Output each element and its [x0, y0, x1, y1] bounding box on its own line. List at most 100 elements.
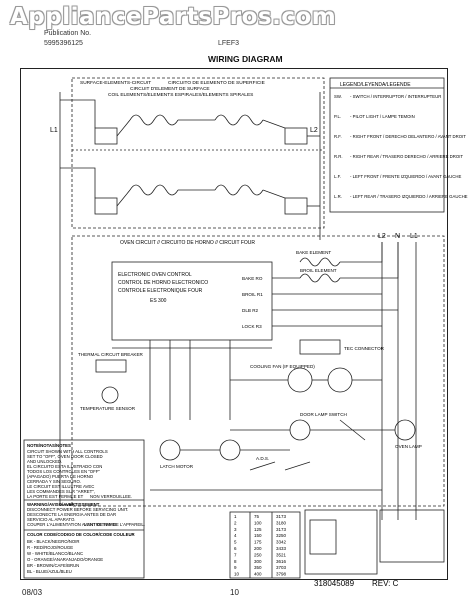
- color-row: BK - BLACK/NEGRO/NOIR: [27, 539, 80, 544]
- temp-table-cell: 5: [234, 540, 237, 545]
- temp-table-cell: 3521: [276, 552, 287, 557]
- relay-label: BROIL R1: [242, 292, 263, 297]
- surface-subtitle: COIL ELEMENTS/ELEMENTS ESPIRALES/ELEMENT…: [108, 92, 253, 98]
- l1-label: L1: [410, 233, 418, 240]
- note-line: LES COMMANDES SUR "ARRET",: [27, 489, 95, 494]
- temp-table-cell: 125: [254, 527, 262, 532]
- temp-table-cell: 300: [254, 559, 262, 564]
- lock-motor-label: LATCH MOTOR: [160, 464, 194, 469]
- temp-table-cell: 4: [234, 533, 237, 538]
- temp-table-cell: 3616: [276, 559, 287, 564]
- legend-text: - RIGHT REAR / TRASERO DERECHO / ARRIERE…: [350, 154, 463, 159]
- l1-label: L1: [50, 127, 58, 134]
- warning-line: SERVICIO AL APARATO.: [27, 517, 75, 522]
- legend-code: R.R.: [334, 154, 343, 159]
- l2-label: L2: [310, 127, 318, 134]
- temp-table-cell: 9: [234, 565, 237, 570]
- legend-text: - LEFT FRONT / FRENTE IZQUIERDO / AVANT …: [350, 174, 461, 179]
- temp-table-cell: 3250: [276, 533, 287, 538]
- model-prefix: LFEF3: [218, 40, 240, 47]
- surface-title-fr: CIRCUIT D'ELEMENT DE SURFACE: [130, 86, 210, 92]
- note-line: SET TO "OFF", OVEN DOOR CLOSED: [27, 454, 103, 459]
- oven-lamp-label: OVEN LAMP: [395, 444, 422, 449]
- temp-table-cell: 3798: [276, 572, 287, 577]
- legend-text: - RIGHT FRONT / DERECHO DELANTERO / AVAN…: [350, 134, 466, 139]
- temp-table-cell: 3180: [276, 520, 287, 525]
- legend-text: - SWITCH / INTERRUPTOR / INTERRUPTEUR: [350, 94, 441, 99]
- color-row: O - ORANGE/ANARANJADO/ORANGE: [27, 557, 103, 562]
- surface-title-es: CIRCUITO DE ELEMENTO DE SUPERFICIE: [168, 80, 265, 86]
- watermark: AppliancePartsPros.com: [10, 4, 337, 30]
- oven-title: OVEN CIRCUIT // CIRCUITO DE HORNO // CIR…: [120, 240, 255, 246]
- color-heading: COLOR CODE/CODIGO DE COLOR/CODE COULEUR: [27, 532, 136, 537]
- temp-table-cell: 3: [234, 527, 237, 532]
- warning-heading: WARNING/AVISO/AVERTISSEMENT: [27, 502, 100, 507]
- n-label: N: [395, 233, 400, 240]
- temp-table-cell: 3342: [276, 540, 287, 545]
- color-row: BL - BLUE/AZUL/BLEU: [27, 569, 72, 574]
- door-switch-label: DOOR LAMP SWITCH: [300, 412, 347, 417]
- temp-table-cell: 3173: [276, 527, 287, 532]
- relay-label: BAKE RO: [242, 276, 263, 281]
- temp-sensor-label: TEMPERATURE SENSOR: [80, 406, 136, 411]
- legend-code: P.L.: [334, 114, 341, 119]
- note-line: (APAGADO) PUERTA DE HORNO: [27, 474, 94, 479]
- legend-code: SW.: [334, 94, 342, 99]
- note-line: LA PORTE EST FERMEE ET: [27, 494, 84, 499]
- control-line: CONTROLE ELECTRONIQUE FOUR: [118, 288, 203, 294]
- publication-label: Publication No.: [44, 30, 92, 37]
- broil-element-label: BROIL ELEMENT: [300, 268, 337, 273]
- note-line: EL CIRCUITO ESTA ILUSTRADO CON: [27, 464, 102, 469]
- color-row: W - WHITE/BLANCO/BLANC: [27, 551, 83, 556]
- note-line: CIRCUIT SHOWN WITH ALL CONTROLS: [27, 449, 108, 454]
- temp-table-cell: 150: [254, 533, 262, 538]
- relay-label: LOCK R3: [242, 324, 262, 329]
- legend-code: L.F.: [334, 174, 341, 179]
- note-line: AND UNLOCKED.: [27, 459, 62, 464]
- temp-table-cell: 6: [234, 546, 237, 551]
- temp-table-cell: 175: [254, 540, 262, 545]
- temp-table-cell: 1: [234, 514, 237, 519]
- temp-table-cell: 3703: [276, 565, 287, 570]
- temp-table-cell: 3433: [276, 546, 287, 551]
- temp-table-cell: 200: [254, 546, 262, 551]
- tec-label: TEC CONNECTOR: [344, 346, 385, 351]
- temp-table-cell: 350: [254, 565, 262, 570]
- diagram-frame: [20, 68, 448, 580]
- color-row: R - RED/ROJO/ROUGE: [27, 545, 73, 550]
- temp-table-cell: 2: [234, 520, 237, 525]
- warning-line: DESCONECTE LA ENERGIA ANTES DE DAR: [27, 512, 116, 517]
- legend-text: - PILOT LIGHT / LAMPE TEMOIN: [350, 114, 415, 119]
- ads-label: A.D.S.: [256, 456, 269, 461]
- warning-line: DISCONNECT POWER BEFORE SERVICING UNIT.: [27, 507, 128, 512]
- temp-table-cell: 7: [234, 552, 237, 557]
- legend-text: - LEFT REAR / TRASERO IZQUIERDO / ARRIER…: [350, 194, 468, 199]
- legend-code: L.R.: [334, 194, 342, 199]
- temp-table-cell: 3173: [276, 514, 287, 519]
- revision: REV: C: [372, 579, 399, 588]
- publication-number: 5995396125: [44, 40, 83, 47]
- note-line: NON VERROUILLEE.: [90, 494, 132, 499]
- warning-line: COUPER L'ALIMENTATION AVANT DE FAIRE: [27, 522, 116, 527]
- temp-table-cell: 250: [254, 552, 262, 557]
- l2-label: L2: [378, 233, 386, 240]
- footer-date: 08/03: [22, 588, 43, 597]
- warning-line: L'ENTRETIEN DE L'APPAREIL.: [84, 522, 145, 527]
- fan-label: COOLING FAN (IF EQUIPPED): [250, 364, 315, 369]
- legend-code: R.F.: [334, 134, 342, 139]
- note-line: LE CIRCUIT EST ILLUSTRE AVEC: [27, 484, 94, 489]
- control-line: ELECTRONIC OVEN CONTROL: [118, 272, 192, 278]
- footer-page: 10: [230, 588, 239, 597]
- thermal-breaker-label: THERMAL CIRCUIT BREAKER: [78, 352, 144, 357]
- legend-title: LEGEND/LEYENDA/LEGENDE: [340, 82, 411, 88]
- notes-heading: NOTE/NOTAS/NOTES: [27, 443, 71, 448]
- control-line: ES 300: [150, 298, 167, 304]
- temp-table-cell: 400: [254, 572, 262, 577]
- surface-title-en: SURFACE-ELEMENTS-CIRCUIT: [80, 80, 151, 86]
- note-line: TODOS LOS CONTROLES EN "OFF": [27, 469, 100, 474]
- temp-table-cell: 100: [254, 520, 262, 525]
- relay-label: DLB R2: [242, 308, 259, 313]
- note-line: CERRADA Y SIN SEGURO.: [27, 479, 81, 484]
